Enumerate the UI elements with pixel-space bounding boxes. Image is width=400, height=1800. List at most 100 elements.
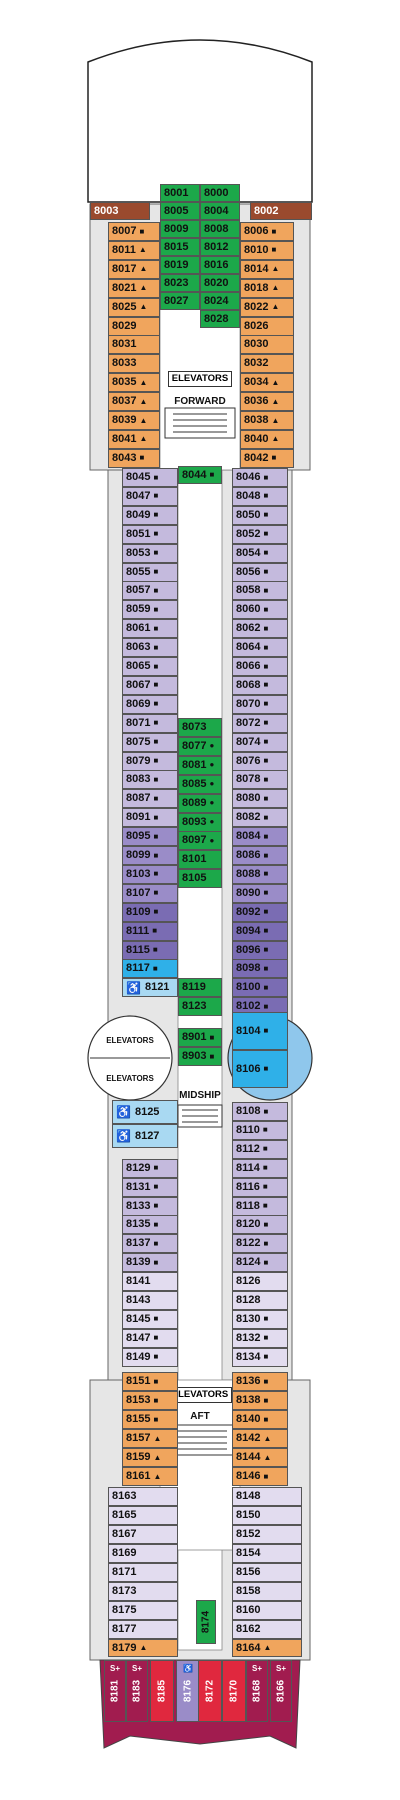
cabin-8068[interactable]: 8068■ xyxy=(232,675,288,695)
cabin-8081[interactable]: 8081● xyxy=(178,755,222,775)
cabin-8078[interactable]: 8078■ xyxy=(232,770,288,790)
cabin-8080[interactable]: 8080■ xyxy=(232,789,288,809)
cabin-8102[interactable]: 8102■ xyxy=(232,997,288,1017)
cabin-8120[interactable]: 8120■ xyxy=(232,1215,288,1235)
cabin-8054[interactable]: 8054■ xyxy=(232,543,288,563)
cabin-8099[interactable]: 8099■ xyxy=(122,846,178,865)
cabin-8100[interactable]: 8100■ xyxy=(232,978,288,998)
cabin-8140[interactable]: 8140■ xyxy=(232,1410,288,1429)
cabin-8097[interactable]: 8097● xyxy=(178,831,222,851)
cabin-8018[interactable]: 8018▲ xyxy=(240,278,294,298)
cabin-8084[interactable]: 8084■ xyxy=(232,827,288,847)
cabin-8003[interactable]: 8003 xyxy=(90,202,150,220)
cabin-8136[interactable]: 8136■ xyxy=(232,1372,288,1391)
cabin-8072[interactable]: 8072■ xyxy=(232,713,288,733)
cabin-8055[interactable]: 8055■ xyxy=(122,562,178,582)
cabin-8152[interactable]: 8152 xyxy=(232,1525,302,1544)
cabin-8101[interactable]: 8101 xyxy=(178,850,222,870)
cabin-8112[interactable]: 8112■ xyxy=(232,1139,288,1159)
cabin-8037[interactable]: 8037▲ xyxy=(108,392,160,412)
cabin-8059[interactable]: 8059■ xyxy=(122,600,178,620)
cabin-8052[interactable]: 8052■ xyxy=(232,524,288,544)
cabin-8117[interactable]: 8117■ xyxy=(122,959,178,979)
cabin-8061[interactable]: 8061■ xyxy=(122,619,178,639)
cabin-8147[interactable]: 8147■ xyxy=(122,1328,178,1348)
cabin-8133[interactable]: 8133■ xyxy=(122,1196,178,1216)
cabin-8164[interactable]: 8164▲ xyxy=(232,1639,302,1657)
cabin-8029[interactable]: 8029 xyxy=(108,316,160,336)
cabin-8090[interactable]: 8090■ xyxy=(232,883,288,903)
cabin-8114[interactable]: 8114■ xyxy=(232,1158,288,1178)
cabin-8181[interactable]: S+8181 xyxy=(104,1660,126,1722)
cabin-8173[interactable]: 8173 xyxy=(108,1582,178,1601)
cabin-8123[interactable]: 8123 xyxy=(178,997,222,1016)
cabin-8104[interactable]: 8104■ xyxy=(232,1012,288,1050)
cabin-8028[interactable]: 8028 xyxy=(200,310,240,328)
cabin-8043[interactable]: 8043■ xyxy=(108,448,160,468)
cabin-8034[interactable]: 8034▲ xyxy=(240,373,294,393)
cabin-8085[interactable]: 8085● xyxy=(178,774,222,794)
cabin-8056[interactable]: 8056■ xyxy=(232,562,288,582)
cabin-8142[interactable]: 8142▲ xyxy=(232,1429,288,1448)
cabin-8157[interactable]: 8157▲ xyxy=(122,1429,178,1448)
cabin-8035[interactable]: 8035▲ xyxy=(108,373,160,393)
cabin-8135[interactable]: 8135■ xyxy=(122,1215,178,1235)
cabin-8073[interactable]: 8073 xyxy=(178,718,222,737)
cabin-8033[interactable]: 8033 xyxy=(108,354,160,374)
cabin-8050[interactable]: 8050■ xyxy=(232,505,288,525)
cabin-8060[interactable]: 8060■ xyxy=(232,600,288,620)
cabin-8087[interactable]: 8087■ xyxy=(122,789,178,809)
cabin-8155[interactable]: 8155■ xyxy=(122,1410,178,1429)
cabin-8023[interactable]: 8023 xyxy=(160,274,200,292)
cabin-8144[interactable]: 8144▲ xyxy=(232,1448,288,1467)
cabin-8088[interactable]: 8088■ xyxy=(232,864,288,884)
cabin-8150[interactable]: 8150 xyxy=(232,1506,302,1525)
cabin-8160[interactable]: 8160 xyxy=(232,1601,302,1620)
cabin-8119[interactable]: 8119 xyxy=(178,978,222,997)
cabin-8083[interactable]: 8083■ xyxy=(122,770,178,790)
cabin-8010[interactable]: 8010■ xyxy=(240,240,294,260)
cabin-8000[interactable]: 8000 xyxy=(200,184,240,202)
cabin-8095[interactable]: 8095■ xyxy=(122,827,178,847)
cabin-8158[interactable]: 8158 xyxy=(232,1582,302,1601)
cabin-8070[interactable]: 8070■ xyxy=(232,694,288,714)
cabin-8111[interactable]: 8111■ xyxy=(122,921,178,941)
cabin-8109[interactable]: 8109■ xyxy=(122,902,178,922)
cabin-8082[interactable]: 8082■ xyxy=(232,808,288,828)
cabin-8005[interactable]: 8005 xyxy=(160,202,200,220)
cabin-8174[interactable]: 8174 xyxy=(196,1600,216,1644)
cabin-8071[interactable]: 8071■ xyxy=(122,713,178,733)
cabin-8004[interactable]: 8004 xyxy=(200,202,240,220)
cabin-8089[interactable]: 8089● xyxy=(178,793,222,813)
cabin-8165[interactable]: 8165 xyxy=(108,1506,178,1525)
cabin-8038[interactable]: 8038▲ xyxy=(240,411,294,430)
cabin-8137[interactable]: 8137■ xyxy=(122,1234,178,1254)
cabin-8108[interactable]: 8108■ xyxy=(232,1102,288,1121)
cabin-8134[interactable]: 8134■ xyxy=(232,1347,288,1367)
cabin-8129[interactable]: 8129■ xyxy=(122,1158,178,1178)
cabin-8075[interactable]: 8075■ xyxy=(122,732,178,752)
cabin-8179[interactable]: 8179▲ xyxy=(108,1639,178,1657)
cabin-8001[interactable]: 8001 xyxy=(160,184,200,202)
cabin-8162[interactable]: 8162 xyxy=(232,1620,302,1639)
cabin-8161[interactable]: 8161▲ xyxy=(122,1467,178,1486)
cabin-8116[interactable]: 8116■ xyxy=(232,1177,288,1197)
cabin-8103[interactable]: 8103■ xyxy=(122,864,178,884)
cabin-8031[interactable]: 8031 xyxy=(108,335,160,355)
cabin-8058[interactable]: 8058■ xyxy=(232,581,288,601)
cabin-8131[interactable]: 8131■ xyxy=(122,1177,178,1197)
cabin-8106[interactable]: 8106■ xyxy=(232,1050,288,1088)
cabin-8006[interactable]: 8006■ xyxy=(240,222,294,241)
cabin-8122[interactable]: 8122■ xyxy=(232,1234,288,1254)
cabin-8127[interactable]: ♿8127 xyxy=(112,1124,178,1148)
cabin-8130[interactable]: 8130■ xyxy=(232,1309,288,1329)
cabin-8153[interactable]: 8153■ xyxy=(122,1391,178,1410)
cabin-8126[interactable]: 8126 xyxy=(232,1272,288,1292)
cabin-8047[interactable]: 8047■ xyxy=(122,486,178,506)
cabin-8039[interactable]: 8039▲ xyxy=(108,411,160,430)
cabin-8067[interactable]: 8067■ xyxy=(122,675,178,695)
cabin-8154[interactable]: 8154 xyxy=(232,1544,302,1563)
cabin-8036[interactable]: 8036▲ xyxy=(240,392,294,412)
cabin-8016[interactable]: 8016 xyxy=(200,256,240,274)
cabin-8107[interactable]: 8107■ xyxy=(122,883,178,903)
